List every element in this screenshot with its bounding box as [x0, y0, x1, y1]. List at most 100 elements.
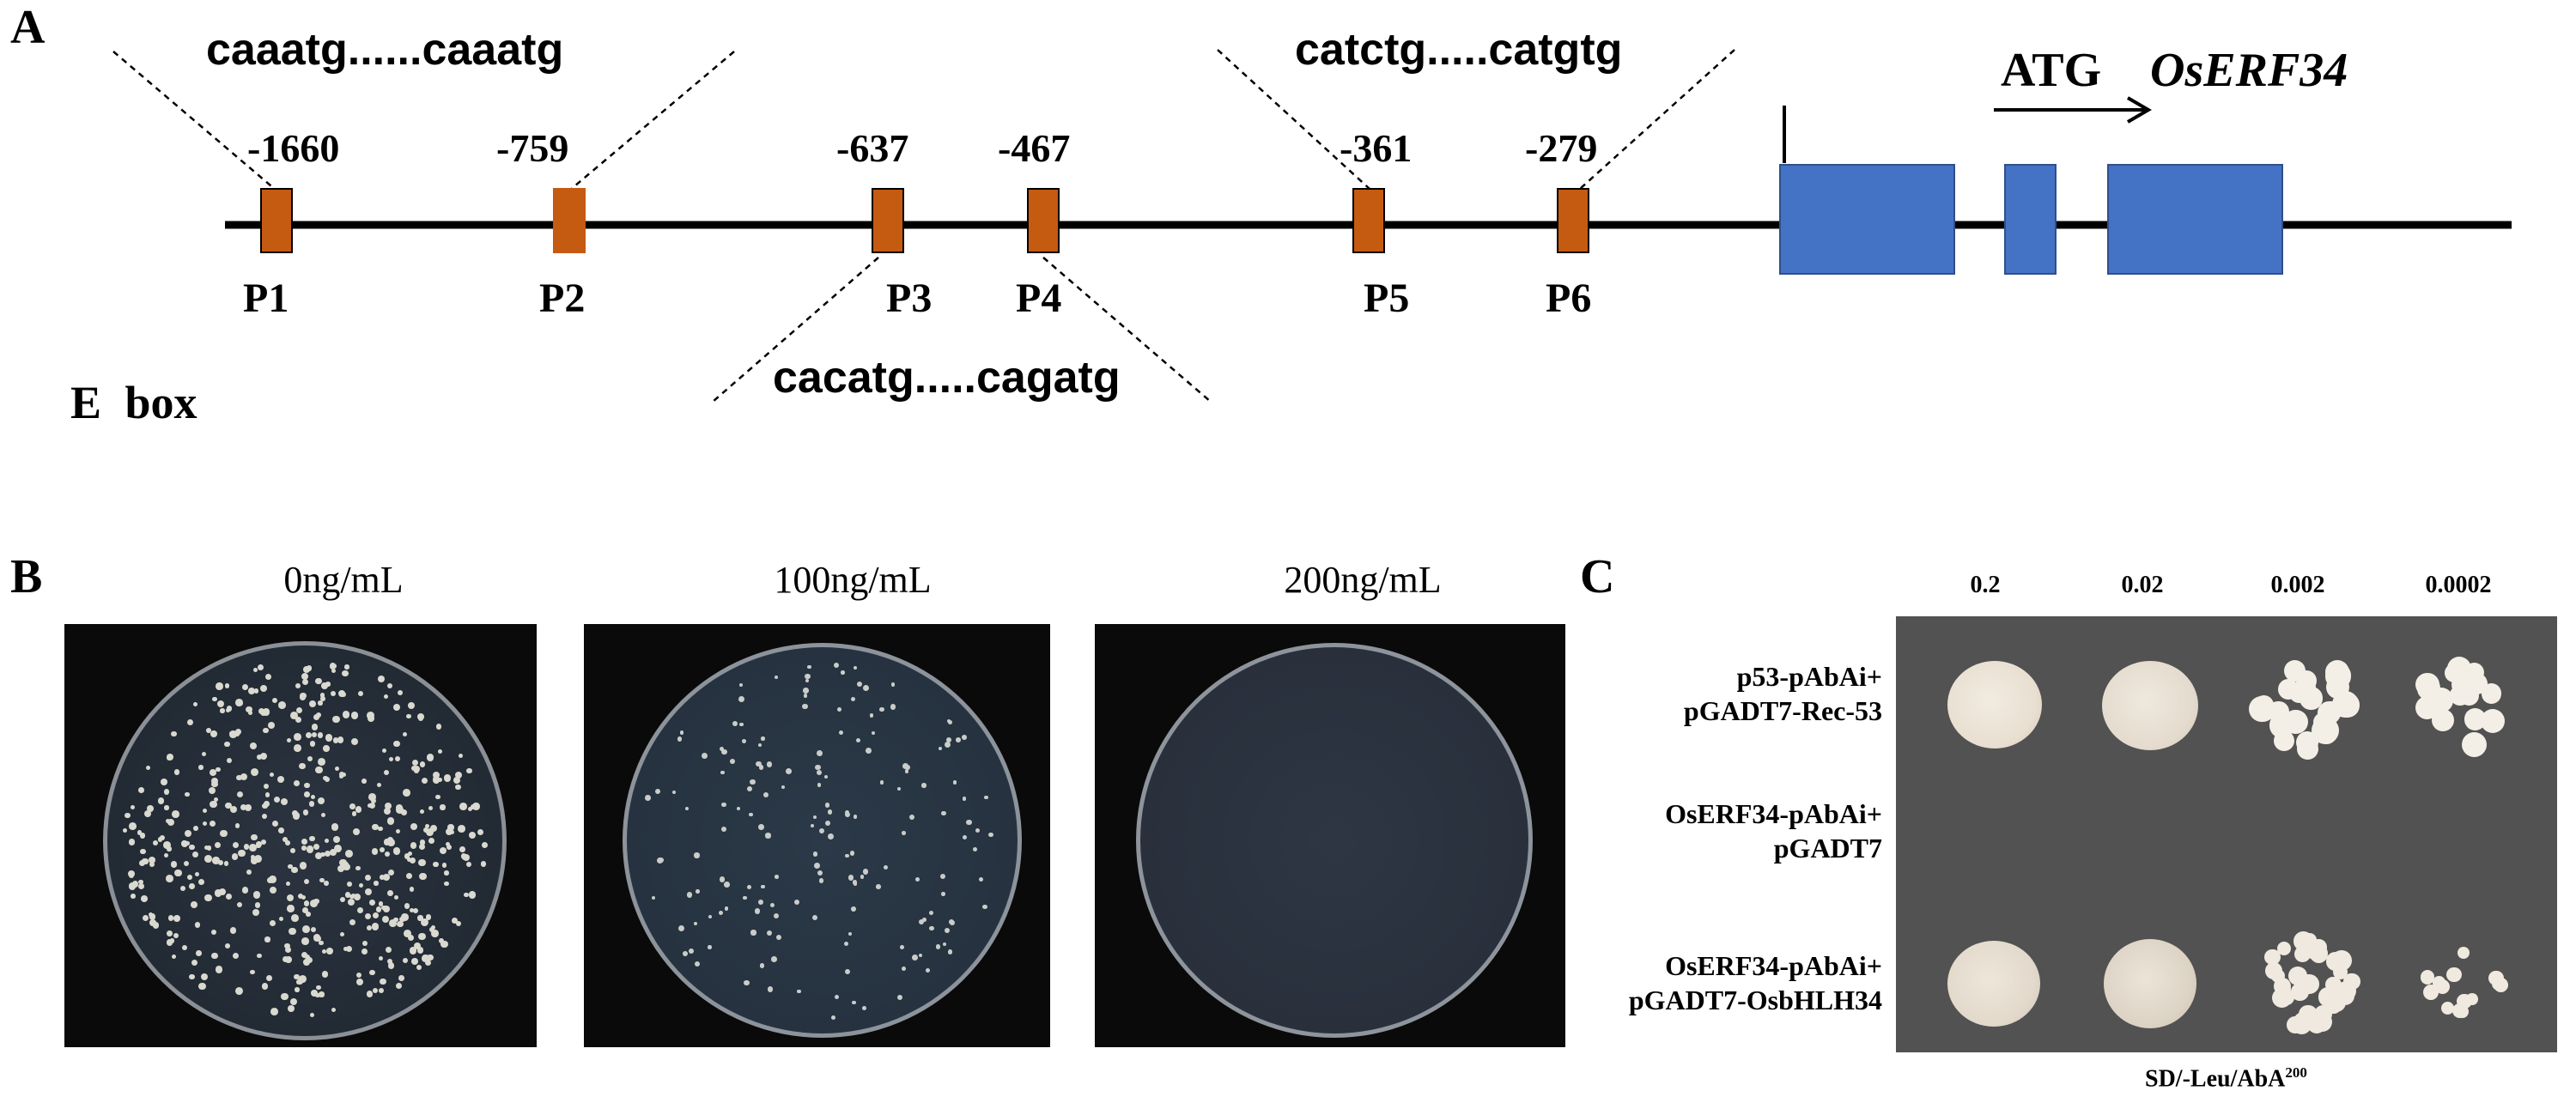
spot-r1-c2	[2102, 661, 2198, 750]
colony	[308, 801, 314, 807]
colony	[209, 768, 216, 776]
colony	[686, 892, 692, 898]
colony	[397, 920, 404, 928]
colony	[904, 769, 909, 773]
colony	[342, 711, 350, 718]
colony	[288, 864, 293, 870]
colony	[2451, 1003, 2467, 1019]
colony	[295, 716, 302, 723]
colony	[2336, 981, 2357, 1002]
colony	[246, 706, 253, 713]
panel-b-letter: B	[10, 550, 43, 603]
colony	[378, 987, 385, 993]
colony	[269, 772, 275, 778]
colony	[278, 827, 284, 833]
colony	[962, 797, 967, 801]
colony	[256, 843, 261, 848]
colony	[278, 700, 286, 709]
colony	[247, 687, 256, 695]
colony	[817, 783, 822, 787]
colony	[2447, 657, 2472, 682]
colony	[720, 826, 726, 832]
colony	[331, 691, 336, 697]
colony	[232, 841, 240, 849]
colony	[793, 900, 800, 906]
petri-dish	[103, 641, 507, 1040]
colony	[265, 673, 272, 680]
colony	[724, 882, 730, 888]
position-p5: -361	[1340, 126, 1413, 170]
colony	[266, 974, 273, 981]
colony	[410, 822, 418, 830]
position-p2: -759	[496, 126, 569, 170]
colony	[447, 824, 454, 831]
colony	[240, 773, 248, 781]
colony	[896, 994, 902, 1000]
colony	[137, 830, 143, 835]
colony	[431, 929, 440, 937]
colony	[249, 844, 257, 851]
petri-dish	[623, 643, 1022, 1038]
colony	[418, 932, 426, 940]
colony	[693, 921, 697, 925]
motif-p3-p4: cacatg.....cagatg	[773, 353, 1121, 403]
colony	[324, 838, 329, 843]
colony	[332, 737, 339, 743]
colony	[786, 767, 792, 774]
colony	[445, 841, 451, 847]
colony	[749, 812, 753, 816]
yeast-spot-assay-photo	[1896, 616, 2557, 1052]
colony	[187, 874, 193, 880]
colony	[385, 851, 391, 858]
colony	[319, 693, 325, 698]
colony	[383, 906, 390, 913]
colony	[883, 865, 888, 870]
colony	[319, 991, 325, 997]
colony	[481, 841, 488, 849]
colony	[834, 994, 839, 999]
colony	[216, 700, 225, 708]
colony	[481, 861, 487, 867]
colony	[384, 803, 392, 810]
colony	[220, 708, 225, 713]
colony	[202, 751, 207, 756]
colony	[210, 730, 217, 737]
callout-p2	[568, 51, 735, 191]
colony	[398, 974, 404, 981]
colony	[257, 754, 262, 760]
colony	[850, 906, 856, 912]
colony	[781, 785, 786, 790]
colony	[393, 917, 398, 922]
colony	[797, 989, 801, 993]
callout-p3	[712, 257, 879, 403]
medium-label: SD/-Leu/AbA200	[2145, 1064, 2307, 1093]
colony	[294, 780, 301, 787]
colony	[362, 940, 368, 946]
colony	[406, 713, 411, 719]
ebox-elements	[260, 188, 1589, 253]
colony	[163, 789, 170, 795]
colony	[236, 791, 244, 798]
colony	[918, 953, 922, 957]
colony	[149, 918, 156, 926]
colony	[371, 797, 377, 804]
colony	[435, 794, 440, 800]
colony	[345, 945, 352, 952]
colony	[332, 836, 341, 844]
colony	[738, 682, 743, 687]
colony	[738, 696, 744, 702]
colony	[194, 922, 200, 928]
colony	[286, 894, 295, 902]
colony	[270, 886, 277, 894]
colony	[268, 721, 276, 729]
colony	[386, 958, 393, 965]
colony	[708, 945, 712, 949]
colony	[323, 744, 330, 752]
colony	[274, 796, 281, 803]
colony	[379, 846, 385, 852]
colony	[377, 675, 385, 683]
colony	[944, 927, 950, 934]
colony	[212, 857, 220, 864]
colony	[191, 960, 197, 967]
